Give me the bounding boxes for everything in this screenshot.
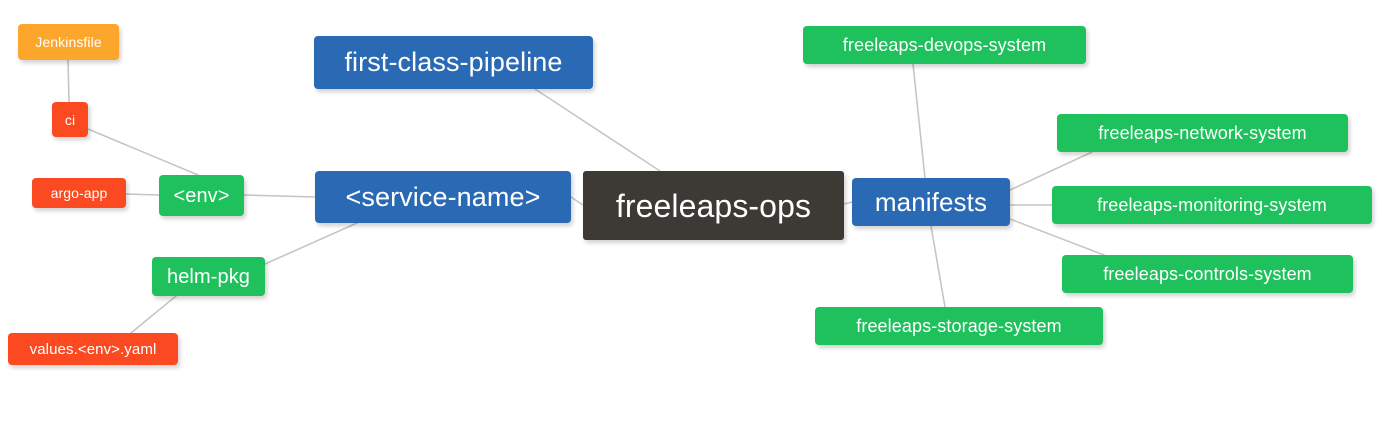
edge-service-name-to-env (243, 194, 316, 198)
node-ci[interactable]: ci (52, 102, 88, 137)
edge-ci-to-jenkinsfile (67, 59, 70, 103)
node-monitoring-system[interactable]: freeleaps-monitoring-system (1052, 186, 1372, 224)
edge-env-to-argo-app (125, 193, 160, 196)
node-manifests[interactable]: manifests (852, 178, 1010, 226)
node-values-yaml[interactable]: values.<env>.yaml (8, 333, 178, 365)
node-controls-system[interactable]: freeleaps-controls-system (1062, 255, 1353, 293)
edge-service-name-to-helm-pkg (264, 222, 358, 265)
node-storage-system[interactable]: freeleaps-storage-system (815, 307, 1103, 345)
edge-manifests-to-storage-system (930, 225, 946, 308)
edge-freeleaps-ops-to-manifests (843, 201, 853, 205)
node-devops-system[interactable]: freeleaps-devops-system (803, 26, 1086, 64)
edge-helm-pkg-to-values-yaml (130, 295, 177, 334)
edge-freeleaps-ops-to-service-name (570, 196, 584, 206)
node-helm-pkg[interactable]: helm-pkg (152, 257, 265, 296)
node-first-class-pipeline[interactable]: first-class-pipeline (314, 36, 593, 89)
node-env[interactable]: <env> (159, 175, 244, 216)
edge-freeleaps-ops-to-first-class-pipeline (534, 88, 661, 172)
edge-manifests-to-devops-system (912, 63, 926, 179)
edge-manifests-to-controls-system (1009, 218, 1105, 256)
node-freeleaps-ops[interactable]: freeleaps-ops (583, 171, 844, 240)
edge-manifests-to-network-system (1009, 151, 1093, 191)
node-service-name[interactable]: <service-name> (315, 171, 571, 223)
node-jenkinsfile[interactable]: Jenkinsfile (18, 24, 119, 60)
node-argo-app[interactable]: argo-app (32, 178, 126, 208)
node-network-system[interactable]: freeleaps-network-system (1057, 114, 1348, 152)
edge-env-to-ci (87, 128, 199, 176)
